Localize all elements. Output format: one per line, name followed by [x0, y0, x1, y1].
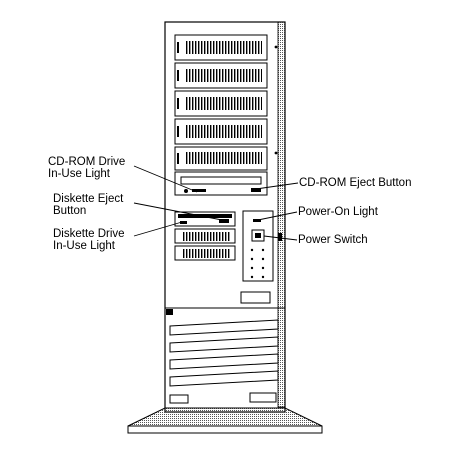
callout-leaders [133, 165, 299, 241]
front-screw [274, 45, 278, 49]
badge-plate [240, 291, 271, 304]
lower-vent-panel [165, 307, 285, 387]
front-screw [274, 151, 278, 155]
control-panel [242, 210, 274, 282]
leader-cdrom-light [133, 165, 198, 193]
cdrom-drive [174, 171, 268, 196]
bay-vent [186, 125, 262, 138]
label-diskette-drive-in-use-light: Diskette Drive In-Use Light [53, 228, 125, 252]
side-latch [278, 233, 282, 241]
label-cdrom-drive-in-use-light: CD-ROM Drive In-Use Light [48, 156, 126, 180]
cdrom-in-use-light [184, 189, 188, 193]
leader-diskette-light [133, 221, 183, 237]
diskette-in-use-light [180, 221, 187, 224]
diskette-drive [174, 211, 236, 227]
bay-vent [186, 97, 262, 110]
label-cdrom-eject-button: CD-ROM Eject Button [299, 177, 412, 189]
label-diskette-eject-button: Diskette Eject Button [53, 193, 124, 217]
power-on-light [253, 219, 261, 222]
leader-diskette-eject [133, 202, 223, 221]
bay-vent [186, 69, 262, 82]
cdrom-eject-button [251, 188, 261, 192]
leader-power-switch [263, 235, 298, 241]
leader-power-on [257, 211, 298, 221]
diskette-eject-button [219, 219, 229, 223]
label-power-on-light: Power-On Light [298, 206, 378, 218]
tower-base [127, 392, 323, 434]
bay-vent [186, 152, 262, 164]
leader-cdrom-eject [255, 182, 299, 190]
bay-vent [186, 41, 262, 54]
drive-bay-stack [174, 34, 268, 171]
label-power-switch: Power Switch [298, 234, 368, 246]
